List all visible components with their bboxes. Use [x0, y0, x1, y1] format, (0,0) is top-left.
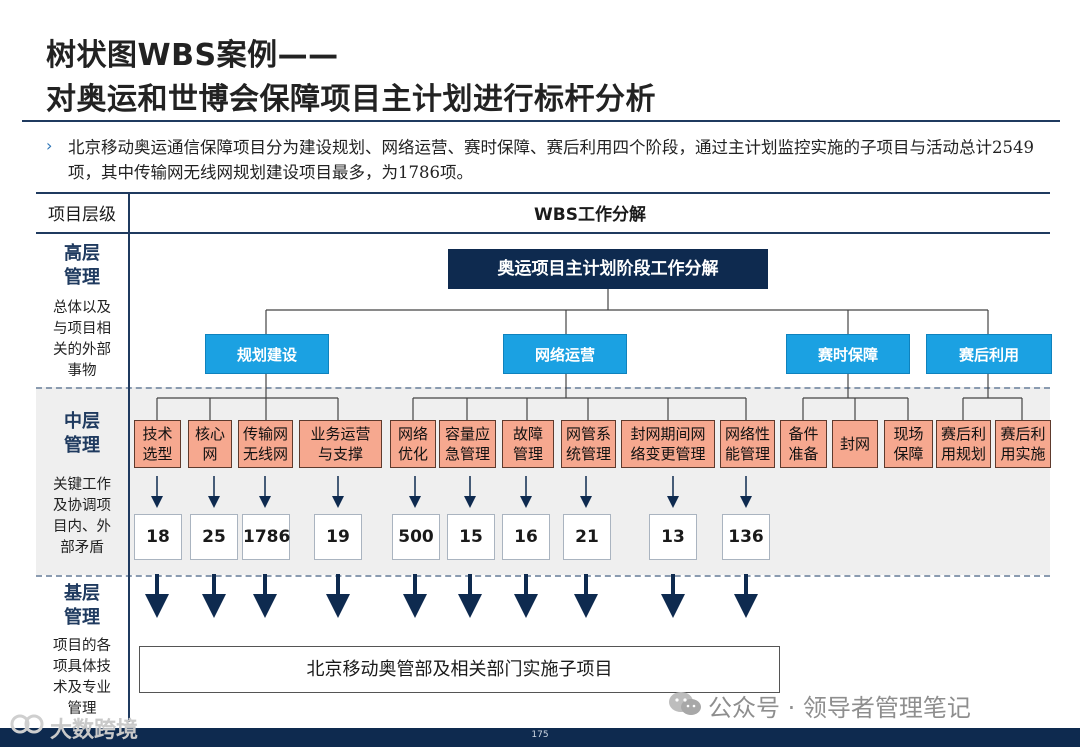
intro-text: 北京移动奥运通信保障项目分为建设规划、网络运营、赛时保障、赛后利用四个阶段，通过…	[68, 138, 1034, 182]
phase-games-support: 赛时保障	[786, 334, 910, 374]
header-wbs: WBS工作分解	[534, 205, 646, 225]
high-mid-divider	[36, 387, 1050, 389]
level-base-desc-4: 管理	[67, 701, 97, 717]
phase-post-games-use: 赛后利用	[926, 334, 1052, 374]
task-network-optimization: 网络优化	[390, 420, 436, 468]
wechat-watermark-text: 公众号 · 领导者管理笔记	[708, 694, 971, 722]
brand-watermark-text: 大数跨境	[50, 718, 139, 743]
task-capacity-emergency: 容量应急管理	[439, 420, 496, 468]
count-performance-management: 136	[722, 514, 770, 560]
mid-base-divider	[36, 575, 1050, 577]
level-high-desc-4: 事物	[67, 363, 97, 379]
count-transmission-wireless: 1786	[242, 514, 290, 560]
page-title-line-1: 树状图WBS案例——	[46, 38, 339, 73]
task-fault-management: 故障管理	[502, 420, 554, 468]
task-transmission-wireless: 传输网无线网	[238, 420, 293, 468]
count-tech-selection: 18	[134, 514, 182, 560]
task-business-operation: 业务运营与支撑	[299, 420, 382, 468]
execution-subprojects-box: 北京移动奥管部及相关部门实施子项目	[139, 646, 780, 693]
task-onsite-support: 现场保障	[884, 420, 933, 468]
footer-bar	[0, 728, 1080, 747]
level-base-desc-2: 项具体技	[53, 659, 111, 675]
wbs-root-node: 奥运项目主计划阶段工作分解	[448, 249, 768, 289]
task-network-freeze: 封网	[832, 420, 878, 468]
task-spare-parts: 备件准备	[780, 420, 827, 468]
count-capacity-emergency: 15	[447, 514, 495, 560]
count-fault-management: 16	[502, 514, 550, 560]
level-high-desc-2: 与项目相	[53, 321, 111, 337]
count-change-management: 13	[649, 514, 697, 560]
level-high-desc-3: 关的外部	[53, 342, 111, 358]
level-mid-title-1: 中层	[64, 411, 100, 432]
phase-planning-construction: 规划建设	[205, 334, 329, 374]
table-top-rule	[36, 192, 1050, 194]
title-divider	[22, 120, 1060, 122]
task-tech-selection: 技术选型	[134, 420, 181, 468]
table-header-rule	[36, 232, 1050, 234]
level-high-title-2: 管理	[64, 267, 100, 288]
level-mid-desc-1: 关键工作	[53, 477, 111, 493]
level-high-desc-1: 总体以及	[53, 300, 111, 316]
task-post-games-implementation: 赛后利用实施	[995, 420, 1051, 468]
task-performance-management: 网络性能管理	[720, 420, 775, 468]
page-title-line-2: 对奥运和世博会保障项目主计划进行标杆分析	[46, 82, 656, 117]
wechat-icon	[669, 692, 701, 715]
level-base-desc-3: 术及专业	[53, 680, 111, 696]
bullet-chevron-icon: ›	[46, 136, 53, 155]
header-project-level: 项目层级	[48, 205, 116, 225]
level-mid-title-2: 管理	[64, 435, 100, 456]
level-base-title-2: 管理	[64, 607, 100, 628]
count-network-optimization: 500	[392, 514, 440, 560]
count-core-network: 25	[190, 514, 238, 560]
level-mid-desc-3: 目内、外	[53, 519, 111, 535]
level-base-desc-1: 项目的各	[53, 638, 111, 654]
task-nms-management: 网管系统管理	[561, 420, 616, 468]
page-number: 175	[531, 730, 549, 740]
task-core-network: 核心网	[188, 420, 232, 468]
level-mid-desc-2: 及协调项	[53, 498, 111, 514]
count-business-operation: 19	[314, 514, 362, 560]
task-post-games-planning: 赛后利用规划	[936, 420, 991, 468]
phase-network-operation: 网络运营	[503, 334, 627, 374]
level-mid-desc-4: 部矛盾	[60, 540, 104, 556]
count-nms-management: 21	[563, 514, 611, 560]
level-column-divider	[128, 192, 130, 722]
brand-logo-icon	[10, 714, 44, 734]
level-high-title-1: 高层	[64, 243, 100, 264]
task-change-management: 封网期间网络变更管理	[621, 420, 715, 468]
level-base-title-1: 基层	[64, 583, 100, 604]
